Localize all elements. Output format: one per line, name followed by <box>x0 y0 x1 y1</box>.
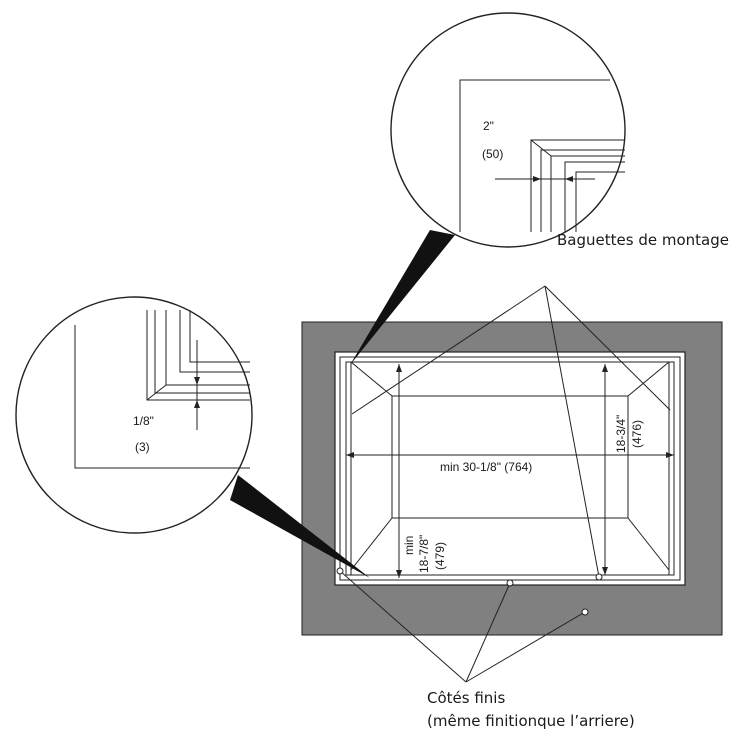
cotes-label-line1: Côtés finis <box>427 689 505 707</box>
back-panel <box>391 395 629 519</box>
height-left-inches: 18-7/8" <box>417 535 431 573</box>
leader-dot-left <box>336 567 344 575</box>
top-detail-arrow-right <box>565 176 573 182</box>
top-magnifier-pointer <box>350 230 455 365</box>
width-dimension-label: min 30-1/8" (764) <box>440 460 532 474</box>
top-detail-circle <box>390 12 626 248</box>
height-arrow-right-bottom <box>602 567 608 575</box>
left-detail-mm: (3) <box>135 440 150 454</box>
perspective-line-tl <box>350 361 393 397</box>
left-detail-miter <box>146 384 167 401</box>
perspective-line-br <box>627 517 670 571</box>
top-detail-outer-edge <box>459 79 610 232</box>
height-right-mm: (476) <box>630 420 644 448</box>
top-detail-strip-4 <box>564 161 625 232</box>
perspective-line-tr <box>627 361 670 397</box>
leader-baguettes-bottom <box>544 285 600 578</box>
leader-dot-strip <box>595 573 603 581</box>
top-detail-content: 2" (50) <box>459 79 625 232</box>
opening-outer <box>334 351 686 586</box>
baguettes-label: Baguettes de montage <box>557 231 729 249</box>
top-detail-fraction: 2" <box>483 119 494 133</box>
top-detail-arrow-left <box>533 176 541 182</box>
height-right-inches: 18-3/4" <box>614 415 628 453</box>
height-arrow-left-top <box>396 364 402 372</box>
top-detail-miter <box>530 139 552 157</box>
height-dimension-label-right: 18-3/4" <box>614 415 628 453</box>
height-dimension-mm-right: (476) <box>630 420 644 448</box>
perspective-line-bl <box>350 517 393 571</box>
top-detail-strip-5 <box>575 171 625 232</box>
leader-dot-right <box>581 608 589 616</box>
height-arrow-right-top <box>602 364 608 372</box>
left-detail-outer-edge <box>74 325 250 469</box>
leader-dot-middle <box>506 579 514 587</box>
leader-cotes-left <box>339 570 467 683</box>
opening-inner-frame <box>345 361 675 576</box>
height-left-min: min <box>402 536 416 555</box>
left-detail-fraction: 1/8" <box>133 414 154 428</box>
top-detail-mm: (50) <box>482 147 503 161</box>
leader-baguettes-left <box>351 285 546 415</box>
height-left-mm: (479) <box>433 542 447 570</box>
width-arrow-right <box>666 452 674 458</box>
top-detail-strip-2 <box>540 149 625 232</box>
leader-baguettes-right <box>544 285 671 411</box>
left-magnifier-pointer <box>230 475 370 578</box>
left-detail-strip-5 <box>189 310 250 363</box>
leader-cotes-right <box>465 611 586 683</box>
left-detail-arrow-top <box>194 377 200 385</box>
width-arrow-left <box>346 452 354 458</box>
leader-cotes-middle <box>465 582 511 683</box>
left-detail-strip-2 <box>154 310 250 394</box>
left-detail-arrow-bottom <box>194 400 200 408</box>
cotes-label-line2: (même finitionque l’arriere) <box>427 712 635 730</box>
height-arrow-left-bottom <box>396 570 402 578</box>
left-detail-strip-4 <box>179 310 250 373</box>
left-detail-content: 1/8" (3) <box>74 310 250 469</box>
